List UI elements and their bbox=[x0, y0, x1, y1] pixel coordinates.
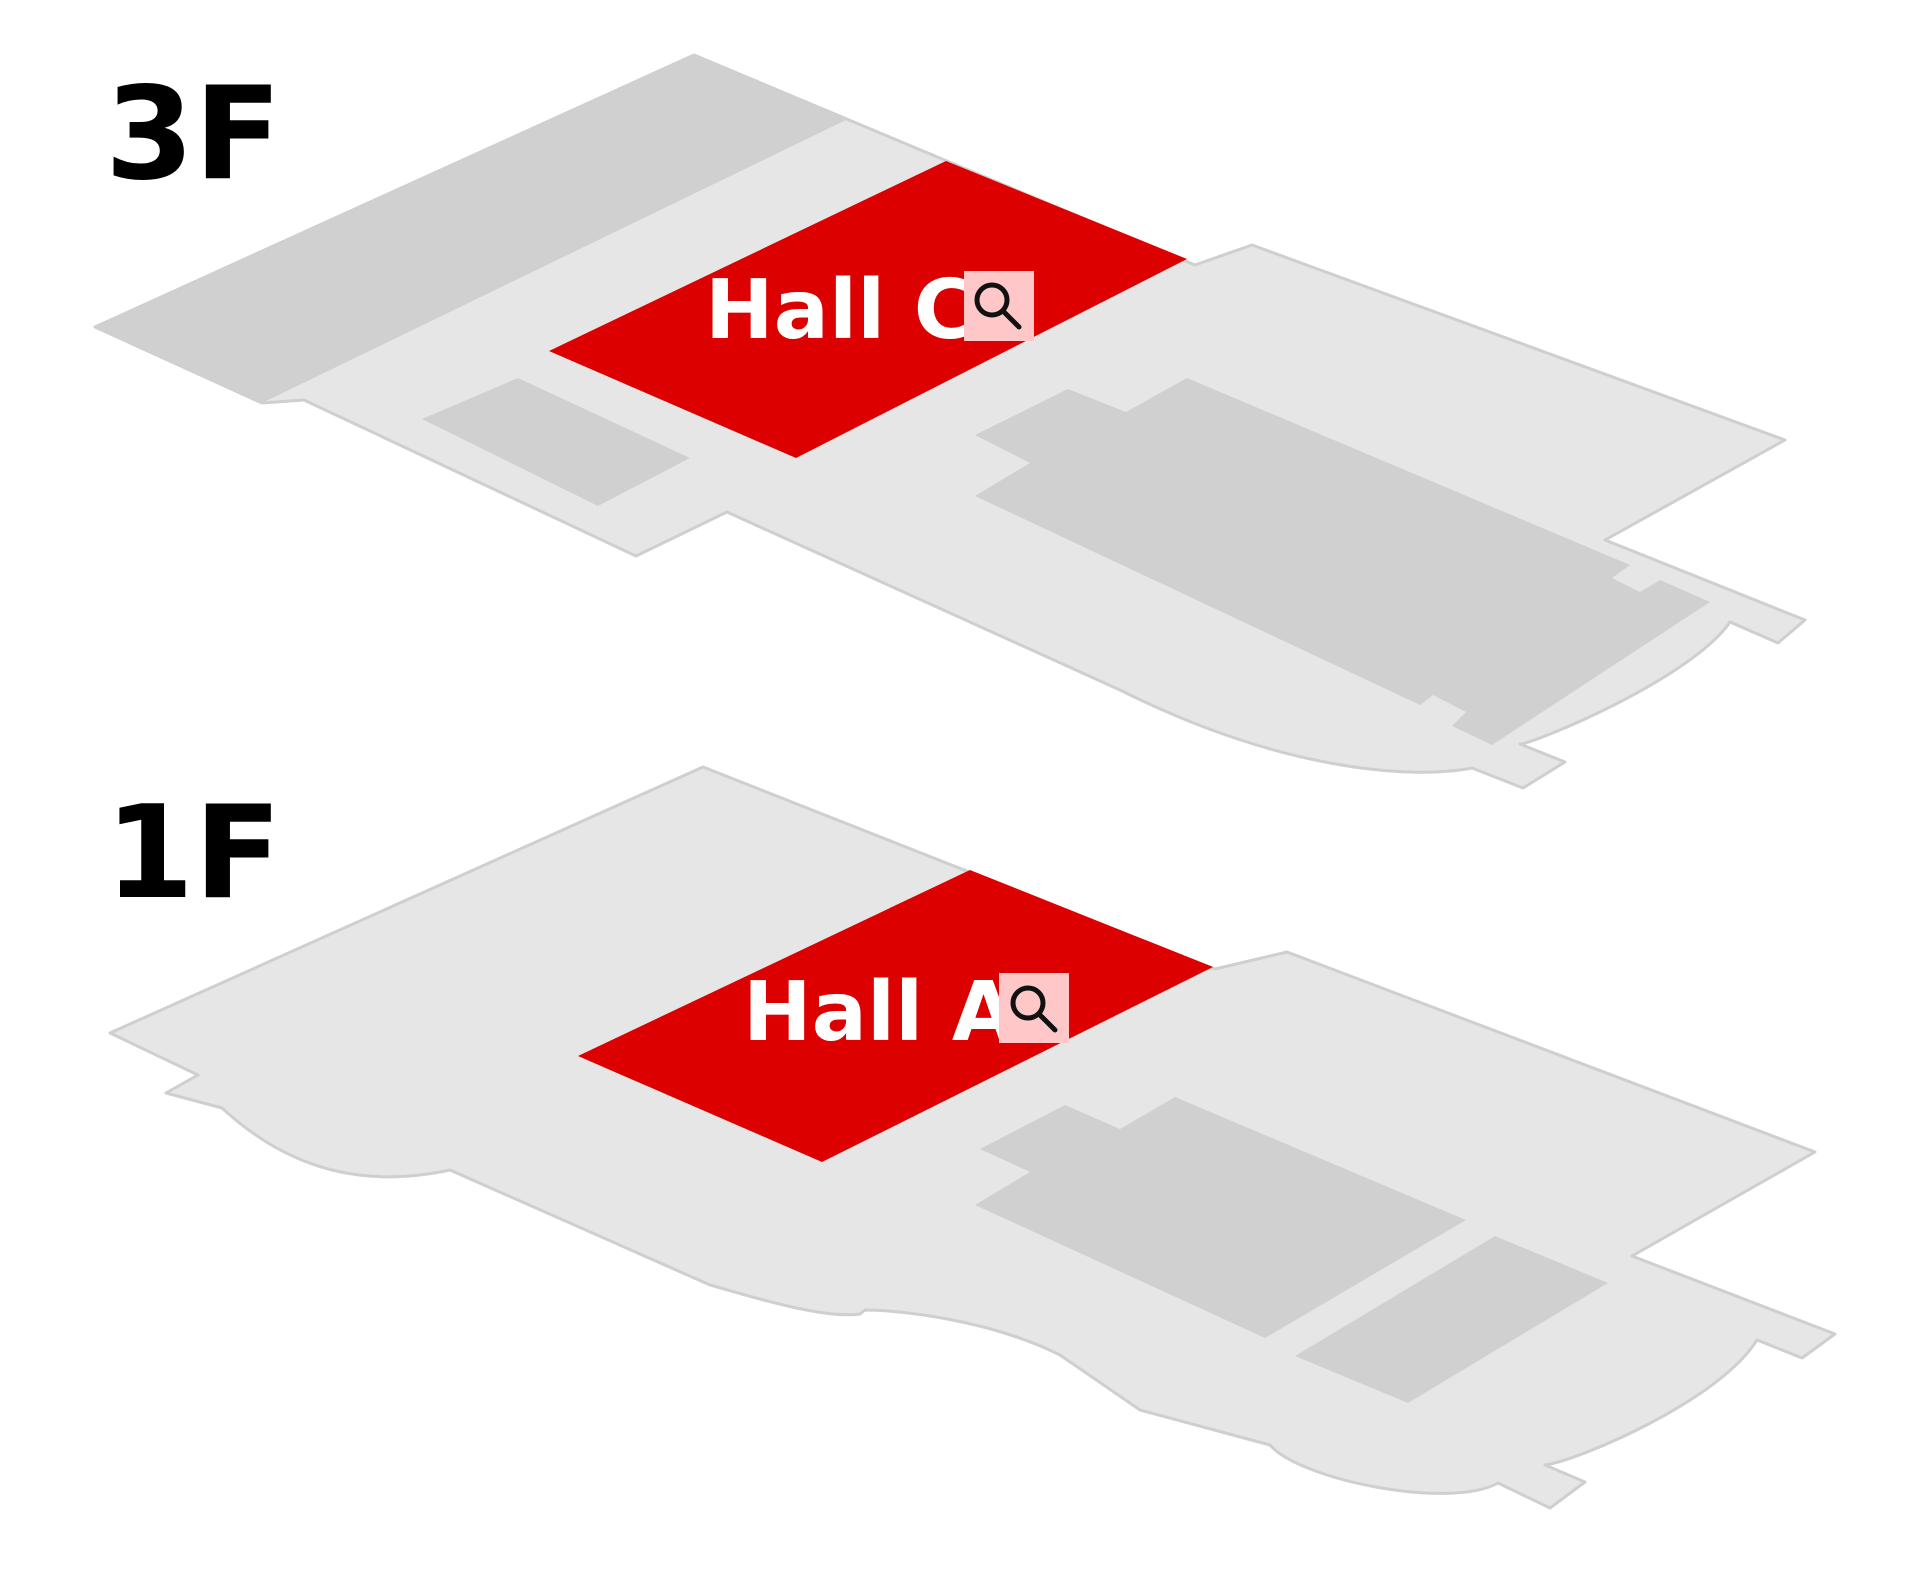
hall-c-search-button-bg bbox=[964, 271, 1034, 341]
hall-a-label: Hall A bbox=[743, 965, 1016, 1060]
floor-3f-room-right bbox=[975, 378, 1710, 745]
floor-1f-room-left bbox=[975, 1097, 1466, 1338]
hall-a-search-button-bg bbox=[999, 973, 1069, 1043]
floor-3f-left-wing bbox=[95, 55, 846, 403]
hall-c-area[interactable] bbox=[549, 161, 1187, 458]
floor-3f: 3F Hall C bbox=[93, 53, 1807, 790]
hall-c-label: Hall C bbox=[705, 263, 974, 358]
floor-1f-room-right bbox=[1295, 1236, 1608, 1403]
hall-a-search-button[interactable] bbox=[999, 973, 1069, 1043]
search-icon bbox=[974, 282, 1022, 330]
floor-label-1f: 1F bbox=[105, 779, 282, 928]
search-icon bbox=[1010, 985, 1058, 1033]
floor-label-3f: 3F bbox=[105, 60, 282, 209]
floor-3f-room-left bbox=[422, 378, 690, 506]
hall-c-search-button[interactable] bbox=[964, 271, 1034, 341]
floor-1f: 1F Hall A bbox=[105, 765, 1837, 1510]
hall-a-area[interactable] bbox=[578, 870, 1213, 1162]
